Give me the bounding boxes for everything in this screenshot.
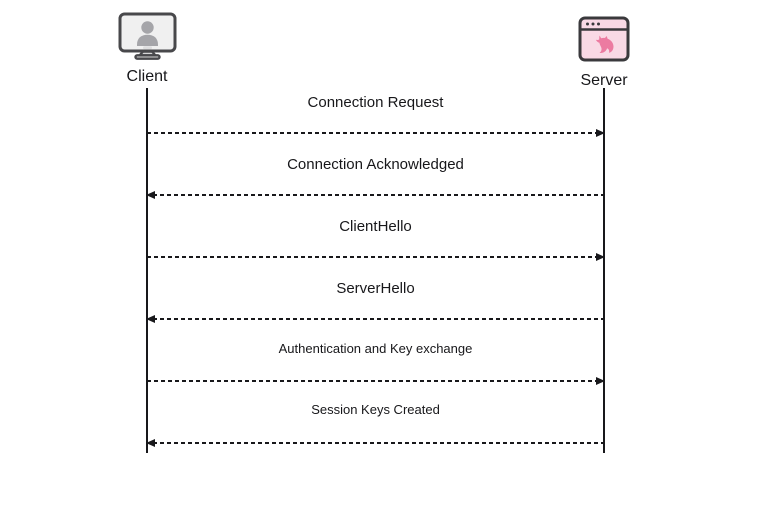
dashed-line — [147, 380, 598, 382]
arrowhead-left-icon — [146, 438, 155, 447]
message-label-clienthello: ClientHello — [339, 218, 412, 235]
browser-nestjs-icon — [578, 16, 630, 62]
message-arrow-to-server — [147, 252, 605, 262]
actor-client-label: Client — [126, 68, 168, 85]
message-arrow-to-server — [147, 128, 605, 138]
message-label-serverhello: ServerHello — [336, 280, 415, 297]
arrowhead-right-icon — [596, 128, 605, 137]
dashed-line — [153, 442, 604, 444]
message-label-authentication-key-exchange: Authentication and Key exchange — [278, 341, 473, 356]
dashed-line — [147, 132, 598, 134]
dashed-line — [153, 194, 604, 196]
message-arrow-to-client — [146, 438, 604, 448]
message-label-connection-acknowledged: Connection Acknowledged — [287, 156, 464, 173]
server-lifeline — [603, 88, 605, 453]
dashed-line — [147, 256, 598, 258]
arrowhead-left-icon — [146, 190, 155, 199]
message-label-session-keys-created: Session Keys Created — [311, 402, 440, 417]
dashed-line — [153, 318, 604, 320]
client-lifeline — [146, 88, 148, 453]
arrowhead-right-icon — [596, 376, 605, 385]
monitor-user-icon — [118, 12, 177, 60]
message-label-connection-request: Connection Request — [307, 94, 444, 111]
message-arrow-to-client — [146, 190, 604, 200]
actor-server-label: Server — [580, 72, 628, 89]
arrowhead-left-icon — [146, 314, 155, 323]
arrowhead-right-icon — [596, 252, 605, 261]
message-arrow-to-client — [146, 314, 604, 324]
message-arrow-to-server — [147, 376, 605, 386]
nestjs-logo — [595, 35, 614, 54]
